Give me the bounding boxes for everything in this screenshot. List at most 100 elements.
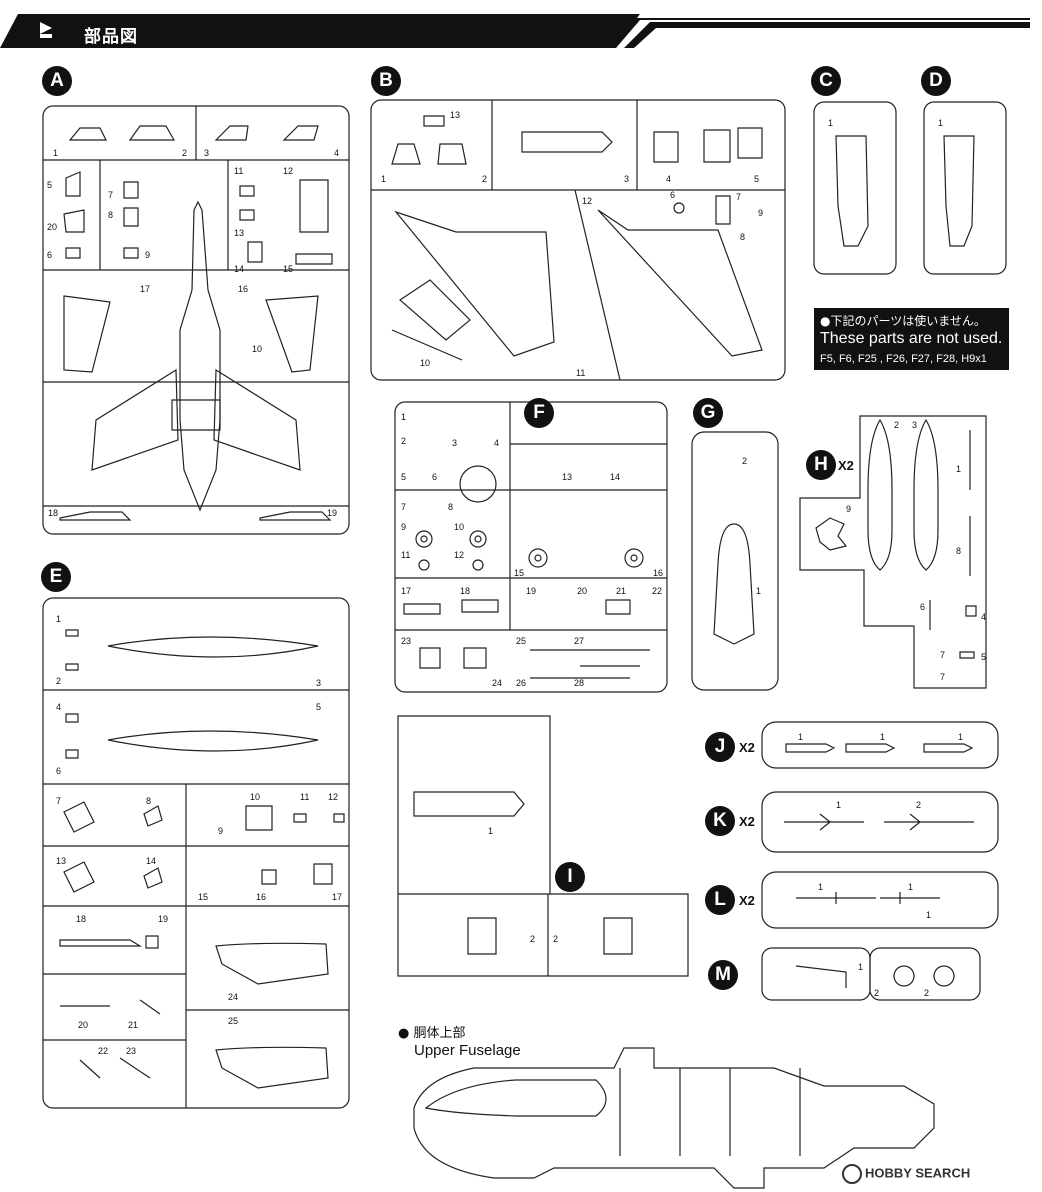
part-number: 10 xyxy=(252,344,263,354)
part-number: 21 xyxy=(616,586,627,596)
part-number: 17 xyxy=(140,284,151,294)
page-title: 部品図 xyxy=(84,27,138,47)
part-number: 1 xyxy=(880,732,886,742)
fuselage-caption-jp: ● 胴体上部 xyxy=(398,1022,466,1041)
part-number: 1 xyxy=(958,732,964,742)
part-number: 19 xyxy=(327,508,338,518)
part-number: 12 xyxy=(328,792,339,802)
part-number: 7 xyxy=(940,650,946,660)
part-number: 18 xyxy=(460,586,471,596)
part-number: 7 xyxy=(108,190,114,200)
fuselage-title-en: Upper Fuselage xyxy=(414,1042,521,1059)
part-number: 6 xyxy=(920,602,926,612)
part-number: 7 xyxy=(56,796,62,806)
sprue-label-M: M xyxy=(708,960,738,990)
part-number: 18 xyxy=(76,914,87,924)
part-number: 28 xyxy=(574,678,585,688)
sprue-label-C: C xyxy=(811,66,841,96)
sprue-label-K: K xyxy=(705,806,735,836)
part-number: 10 xyxy=(420,358,431,368)
part-number: 18 xyxy=(48,508,59,518)
part-number: 22 xyxy=(98,1046,109,1056)
part-number: 8 xyxy=(448,502,454,512)
part-number: 25 xyxy=(516,636,527,646)
part-number: 4 xyxy=(981,612,987,622)
part-number: 5 xyxy=(981,652,987,662)
part-number: 1 xyxy=(956,464,962,474)
part-number: 14 xyxy=(610,472,621,482)
part-number: 20 xyxy=(78,1020,89,1030)
sprue-label-E: E xyxy=(41,562,71,592)
part-number: 1 xyxy=(926,910,932,920)
part-number: 5 xyxy=(316,702,322,712)
sprue-label-L: L xyxy=(705,885,735,915)
sprue-multiplier-K: X2 xyxy=(739,814,755,829)
part-number: 22 xyxy=(652,586,663,596)
part-number: 6 xyxy=(56,766,62,776)
part-number: 12 xyxy=(454,550,465,560)
part-number: 4 xyxy=(334,148,340,158)
part-number: 2 xyxy=(401,436,407,446)
part-number: 5 xyxy=(47,180,53,190)
part-number: 13 xyxy=(234,228,245,238)
part-number: 14 xyxy=(146,856,157,866)
part-number: 4 xyxy=(666,174,672,184)
part-number: 1 xyxy=(836,800,842,810)
part-number: 1 xyxy=(798,732,804,742)
part-number: 6 xyxy=(432,472,438,482)
watermark-text: HOBBY SEARCH xyxy=(865,1165,971,1181)
part-number: 13 xyxy=(450,110,461,120)
part-number: 5 xyxy=(754,174,760,184)
sprue-multiplier-H: X2 xyxy=(838,458,854,473)
part-number: 24 xyxy=(228,992,239,1002)
sprue-multiplier-L: X2 xyxy=(739,893,755,908)
sprue-label-G: G xyxy=(693,398,723,428)
part-number: 1 xyxy=(828,118,834,128)
part-number: 5 xyxy=(401,472,407,482)
part-number: 7 xyxy=(940,672,946,682)
part-number: 24 xyxy=(492,678,503,688)
part-number: 2 xyxy=(530,934,536,944)
part-number: 11 xyxy=(576,368,586,378)
sprue-multiplier-J: X2 xyxy=(739,740,755,755)
part-number: 9 xyxy=(401,522,407,532)
part-number: 6 xyxy=(47,250,53,260)
part-number: 20 xyxy=(577,586,588,596)
part-number: 25 xyxy=(228,1016,239,1026)
sprue-label-I: I xyxy=(555,862,585,892)
part-number: 1 xyxy=(756,586,762,596)
part-number: 1 xyxy=(818,882,824,892)
part-number: 2 xyxy=(56,676,62,686)
part-number: 1 xyxy=(381,174,387,184)
part-number: 8 xyxy=(956,546,962,556)
part-number: 3 xyxy=(316,678,322,688)
part-number: 13 xyxy=(562,472,573,482)
part-number: 26 xyxy=(516,678,527,688)
fuselage-title-jp: 胴体上部 xyxy=(413,1026,466,1041)
part-number: 2 xyxy=(924,988,930,998)
part-number: 9 xyxy=(145,250,151,260)
part-number: 2 xyxy=(182,148,188,158)
notice-parts-list: F5, F6, F25 , F26, F27, F28, H9x1 xyxy=(820,353,987,365)
part-number: 9 xyxy=(758,208,764,218)
part-number: 9 xyxy=(846,504,852,514)
part-number: 2 xyxy=(553,934,559,944)
part-number: 16 xyxy=(653,568,664,578)
part-number: 3 xyxy=(624,174,630,184)
part-number: 4 xyxy=(56,702,62,712)
part-number: 20 xyxy=(47,222,58,232)
part-number: 3 xyxy=(204,148,210,158)
part-number: 8 xyxy=(108,210,114,220)
part-number: 7 xyxy=(736,192,742,202)
part-number: 1 xyxy=(908,882,914,892)
sprue-label-B: B xyxy=(371,66,401,96)
sprue-label-D: D xyxy=(921,66,951,96)
part-number: 15 xyxy=(198,892,209,902)
unused-parts-notice: ●下記のパーツは使いません。 These parts are not used.… xyxy=(814,308,1009,370)
part-number: 15 xyxy=(514,568,525,578)
part-number: 4 xyxy=(494,438,500,448)
part-number: 15 xyxy=(283,264,294,274)
part-number: 2 xyxy=(742,456,748,466)
part-number: 21 xyxy=(128,1020,139,1030)
